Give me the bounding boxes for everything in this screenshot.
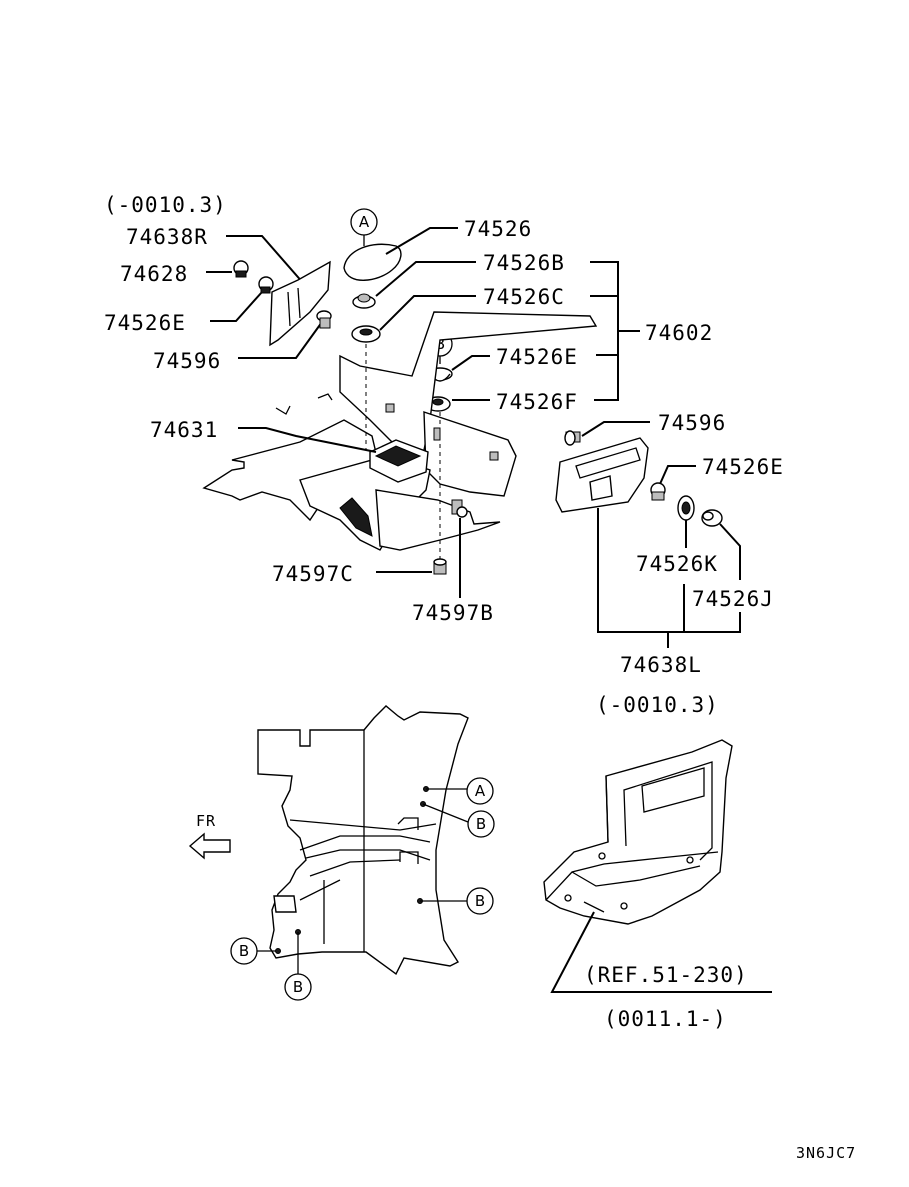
part-label-74638L: 74638L bbox=[620, 653, 702, 677]
part-label-74638R: 74638R bbox=[126, 225, 208, 249]
leader-74596-right bbox=[581, 421, 650, 437]
leader-74526 bbox=[385, 227, 458, 255]
part-label-74526J: 74526J bbox=[692, 587, 774, 611]
clip-74628-icon bbox=[233, 260, 249, 278]
ref-trim-panel-51-230 bbox=[543, 739, 733, 925]
leader-74596-left bbox=[238, 321, 323, 359]
part-label-74526K: 74526K bbox=[636, 552, 718, 576]
leader-74638R bbox=[226, 235, 305, 285]
leader-74526J bbox=[719, 523, 741, 580]
callout-b-view4 bbox=[284, 973, 312, 1001]
nut-74597C-icon bbox=[433, 558, 447, 575]
trim-panel-detail bbox=[287, 291, 291, 327]
leader-callout-b-view1 bbox=[422, 803, 469, 823]
part-label-74526E-mid: 74526E bbox=[496, 345, 578, 369]
bracket-74602 bbox=[590, 261, 619, 401]
callout-b-view1-label: B bbox=[476, 815, 486, 833]
part-label-74526B: 74526B bbox=[483, 251, 565, 275]
clip-74526E-right-icon bbox=[650, 482, 666, 501]
screw-74596-right-icon bbox=[564, 430, 581, 446]
range-label-upper-right: (-0010.3) bbox=[596, 693, 719, 717]
leader-ref-51-230 bbox=[550, 911, 772, 993]
ref-label: (REF.51-230) bbox=[584, 963, 748, 987]
part-label-74596-right: 74596 bbox=[658, 411, 726, 435]
plug-74526J-icon bbox=[701, 509, 723, 527]
grommet-74526B-icon bbox=[352, 293, 376, 309]
part-label-74628: 74628 bbox=[120, 262, 188, 286]
part-label-74526E-right: 74526E bbox=[702, 455, 784, 479]
callout-b-view3-label: B bbox=[239, 942, 249, 960]
callout-b-view1 bbox=[467, 810, 495, 838]
leader-74526C bbox=[379, 295, 476, 331]
trim-panel-74638R bbox=[269, 260, 331, 347]
leader-74526E-mid bbox=[451, 355, 490, 371]
mark-b-point-3 bbox=[275, 948, 281, 954]
trim-panel-detail bbox=[297, 287, 301, 319]
clip-74526E-left-icon bbox=[258, 276, 274, 294]
trim-panel-74638L-top bbox=[575, 447, 641, 479]
callout-a-top-label: A bbox=[359, 213, 370, 231]
ref-range-label: (0011.1-) bbox=[604, 1007, 727, 1031]
grommet-74526C-icon bbox=[351, 325, 381, 343]
leader-74526B bbox=[375, 261, 476, 297]
callout-b-view2 bbox=[466, 887, 494, 915]
grommet-74526K-icon bbox=[677, 495, 695, 521]
part-label-74596-left: 74596 bbox=[153, 349, 221, 373]
trim-panel-74638L-window bbox=[589, 475, 613, 501]
floor-plan-view bbox=[257, 705, 469, 976]
part-label-74631: 74631 bbox=[150, 418, 218, 442]
part-label-74597C: 74597C bbox=[272, 562, 354, 586]
part-label-74526: 74526 bbox=[464, 217, 532, 241]
callout-a-view bbox=[466, 777, 494, 805]
diagram-code: 3N6JC7 bbox=[796, 1144, 856, 1162]
front-direction-label: FR bbox=[196, 812, 216, 830]
trim-panel-74638L bbox=[555, 437, 649, 513]
callout-a-view-label: A bbox=[475, 782, 486, 800]
part-label-74597B: 74597B bbox=[412, 601, 494, 625]
part-label-74602: 74602 bbox=[645, 321, 713, 345]
part-label-74526E-left: 74526E bbox=[104, 311, 186, 335]
leader-74526E-right bbox=[659, 465, 696, 485]
callout-b-view4-label: B bbox=[293, 978, 303, 996]
range-label-upper-left: (-0010.3) bbox=[104, 193, 227, 217]
leader-74631 bbox=[238, 427, 377, 453]
clip-74597B-icon bbox=[451, 499, 468, 518]
screw-74596-left-icon bbox=[316, 310, 332, 329]
leader-74526E-left bbox=[210, 291, 263, 322]
part-label-74526F: 74526F bbox=[496, 390, 578, 414]
callout-b-view2-label: B bbox=[475, 892, 485, 910]
front-arrow-icon bbox=[188, 832, 231, 860]
part-label-74526C: 74526C bbox=[483, 285, 565, 309]
